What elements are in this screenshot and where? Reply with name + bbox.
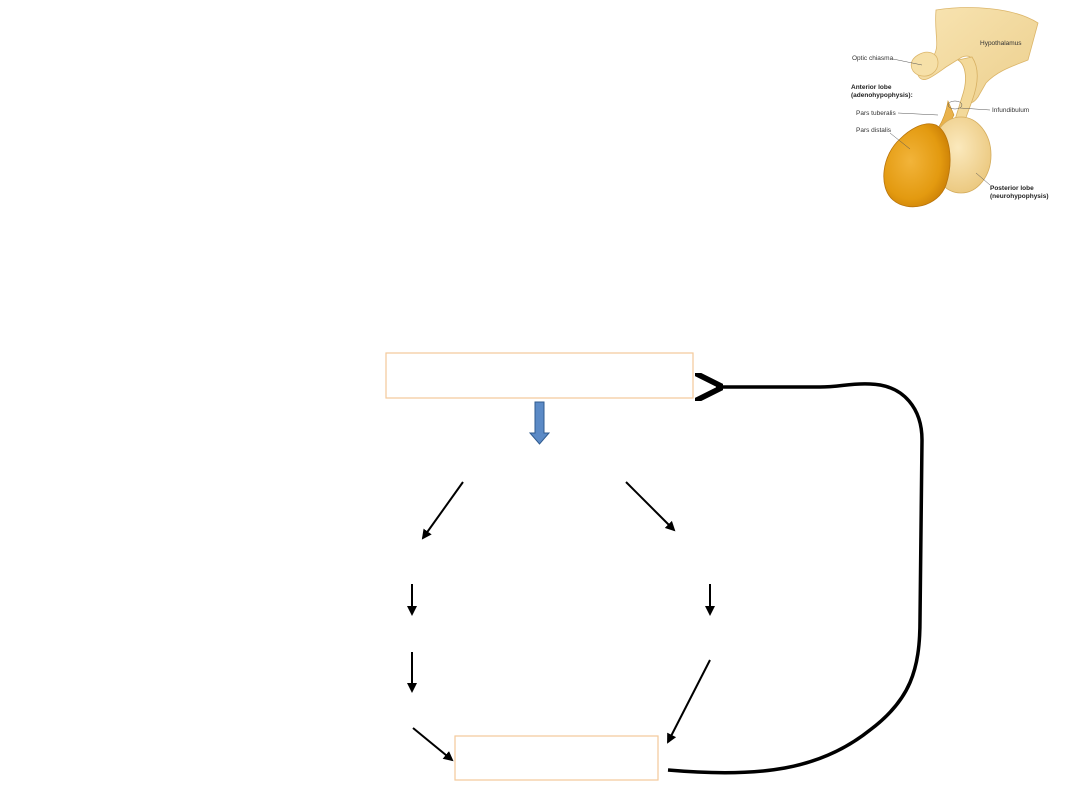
label-adenohypophysis: (adenohypophysis):: [851, 92, 913, 99]
label-neurohypophysis: (neurohypophysis): [990, 193, 1049, 200]
arrow-right-to-bottom-box: [667, 659, 711, 744]
label-hypothalamus: Hypothalamus: [980, 40, 1022, 47]
optic-chiasma-shape: [910, 51, 939, 77]
label-anterior-lobe: Anterior lobe: [851, 84, 892, 91]
arrow-left-diagonal: [421, 481, 464, 540]
label-optic-chiasma: Optic chiasma: [852, 55, 894, 62]
arrow-right-diagonal: [625, 481, 676, 532]
anterior-lobe-shape: [883, 123, 951, 208]
block-down-arrow: [528, 401, 551, 445]
top-box: [385, 352, 694, 399]
pituitary-illustration: Hypothalamus Optic chiasma Anterior lobe…: [851, 7, 1049, 208]
label-pars-tuberalis: Pars tuberalis: [856, 110, 896, 117]
label-infundibulum: Infundibulum: [992, 107, 1029, 114]
label-pars-distalis: Pars distalis: [856, 127, 892, 134]
arrow-left-to-bottom-box: [412, 727, 454, 762]
bottom-box: [454, 735, 659, 781]
label-posterior-lobe: Posterior lobe: [990, 185, 1034, 192]
feedback-loop-arrow: [667, 384, 924, 775]
